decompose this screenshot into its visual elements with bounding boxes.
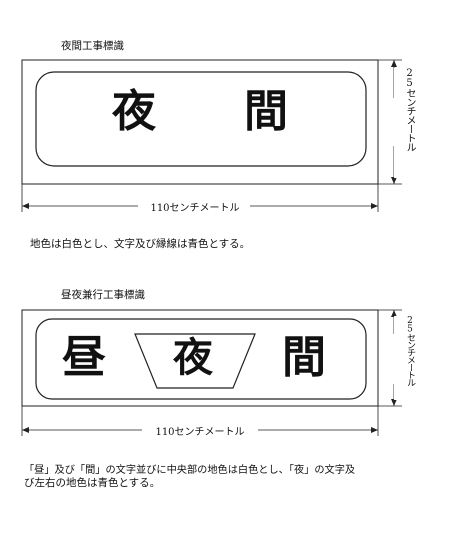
sign1-vdim-arrow-top [391,60,397,67]
sign1-hdim-arrow-right [371,203,378,209]
sign2-hdim-arrow-right [371,427,378,433]
sign1-inner-border [35,71,367,167]
sign1-note: 地色は白色とし、文字及び縁線は青色とする。 [30,238,251,250]
sign2-char-day: 昼 [62,332,106,383]
sign2-title: 昼夜兼行工事標識 [61,289,145,301]
sign1-char-night: 夜 [112,86,156,137]
sign2-vdim-arrow-bottom [391,399,397,406]
sign1-outer-frame [21,59,379,185]
sign1-width-label: 110センチメートル [150,203,240,214]
sign2-char-night: 夜 [173,334,213,381]
sign2-outer-frame [21,309,379,407]
sign2-center-trapezoid [134,333,256,389]
sign2-vdim-arrow-top [391,310,397,317]
sign2-note-line1: 「昼」及び「間」の文字並びに中央部の地色は白色とし、「夜」の文字及 [24,465,356,476]
sign2-char-between: 間 [282,332,326,383]
sign2-width-label: 110センチメートル [155,427,245,438]
sign1-char-between: 間 [244,86,288,137]
sign1-vdim-arrow-bottom [391,177,397,184]
sign1-height-label: 25センチメートル [394,68,415,178]
sign1-hdim-arrow-left [22,203,29,209]
sign1-title: 夜間工事標識 [61,40,124,52]
sign2-height-label: 25センチメートル [394,316,415,400]
sign2-note-line2: び左右の地色は青色とする。 [24,477,161,489]
sign2-hdim-arrow-left [22,427,29,433]
sign2-inner-border [35,318,367,400]
